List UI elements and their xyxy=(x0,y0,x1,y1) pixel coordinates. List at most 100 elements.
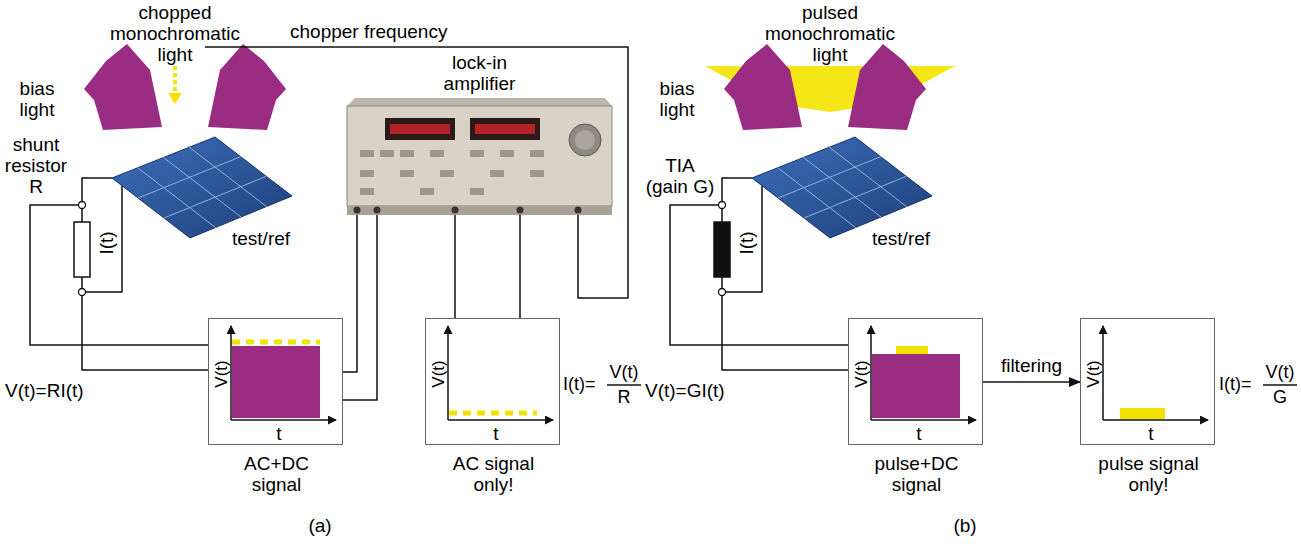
signal-plot-box: V(t)tAC signal only! xyxy=(425,318,560,445)
y-axis xyxy=(870,326,872,420)
lock-in-device xyxy=(347,98,612,215)
chopped-light-beam xyxy=(173,66,177,93)
ac-signal xyxy=(232,340,320,345)
equation: I(t)= xyxy=(1219,374,1252,395)
light-label: pulsed monochromatic light xyxy=(760,2,900,65)
light-label: bias light xyxy=(648,78,706,120)
equation: G xyxy=(1262,387,1298,408)
lock-in-amplifier: lock-in amplifier xyxy=(347,52,612,215)
x-axis xyxy=(1103,419,1208,421)
device-front xyxy=(347,106,612,206)
button xyxy=(470,188,484,195)
axis-label: t xyxy=(1131,423,1171,444)
button xyxy=(400,150,414,157)
axis-label: t xyxy=(899,423,939,444)
button xyxy=(530,170,544,177)
button xyxy=(440,170,454,177)
equation: I(t)= xyxy=(563,374,596,395)
device-knob xyxy=(575,130,595,150)
button xyxy=(420,188,434,195)
tia-symbol xyxy=(714,222,730,277)
panel-label: (b) xyxy=(945,515,985,536)
edge-label: filtering xyxy=(999,355,1064,376)
device-connectors xyxy=(354,207,582,214)
signal-wire xyxy=(519,215,521,318)
equation: V(t) xyxy=(1262,362,1298,383)
equation: R xyxy=(606,387,642,408)
device-base xyxy=(347,206,612,215)
button xyxy=(430,150,444,157)
axis-label: V(t) xyxy=(1085,360,1102,387)
connector xyxy=(374,207,381,214)
signal-plot-box: V(t)tpulse+DC signal xyxy=(848,318,983,445)
axis-label: V(t) xyxy=(430,360,447,387)
chopper-reference-wire xyxy=(205,47,628,298)
display-digits xyxy=(390,124,450,134)
resistor-symbol xyxy=(74,222,90,277)
device-label: test/ref xyxy=(232,228,290,249)
chopped-light-arrowhead xyxy=(168,93,182,104)
button xyxy=(360,188,374,195)
y-axis xyxy=(1102,326,1104,420)
light-label: chopped monochromatic light xyxy=(105,2,245,65)
button xyxy=(470,150,484,157)
pulse-signal xyxy=(896,346,928,354)
signal-plot-box: V(t)tAC+DC signal xyxy=(208,318,343,445)
connector xyxy=(517,207,524,214)
component-label: shunt resistor R xyxy=(3,134,69,197)
plot-caption: AC+DC signal xyxy=(237,453,317,495)
axis-label: t xyxy=(476,423,516,444)
device-top xyxy=(347,98,612,106)
dc-signal xyxy=(872,354,960,418)
current-label: I(t) xyxy=(737,231,756,254)
signal-label: chopper frequency xyxy=(290,21,447,42)
button xyxy=(530,150,544,157)
signal-wire xyxy=(343,215,377,400)
signal-plot-box: V(t)tpulse signal only! xyxy=(1080,318,1215,445)
process-arrow xyxy=(983,381,1080,383)
component-label: TIA (gain G) xyxy=(643,155,717,197)
button xyxy=(490,170,504,177)
plot-pulse xyxy=(1103,326,1208,420)
axis-label: V(t) xyxy=(853,360,870,387)
y-axis xyxy=(230,326,232,420)
pulse-signal xyxy=(1120,408,1165,419)
current-label: I(t) xyxy=(97,231,116,254)
x-axis xyxy=(871,419,976,421)
display-digits xyxy=(475,124,535,134)
x-axis xyxy=(448,419,553,421)
axis-label: t xyxy=(259,423,299,444)
plot-ac-dc xyxy=(231,326,336,420)
plot-caption: pulse signal only! xyxy=(1091,453,1206,495)
connector xyxy=(575,207,582,214)
device-label: lock-in amplifier xyxy=(425,52,535,94)
plot-caption: pulse+DC signal xyxy=(869,453,964,495)
plot-caption: AC signal only! xyxy=(446,453,541,495)
y-axis xyxy=(447,326,449,420)
equation: V(t)=RI(t) xyxy=(5,380,84,401)
fraction-bar xyxy=(1263,384,1297,385)
device-buttons xyxy=(360,150,544,195)
cell-setup xyxy=(30,44,292,370)
button xyxy=(360,170,374,177)
ac-signal xyxy=(449,411,537,416)
light-label: bias light xyxy=(8,78,66,120)
device-label: test/ref xyxy=(872,228,930,249)
device-display xyxy=(385,118,455,140)
fraction-bar xyxy=(607,384,641,385)
signal-wire xyxy=(343,215,357,372)
panel-label: (a) xyxy=(300,515,340,536)
button xyxy=(380,150,394,157)
dc-signal xyxy=(232,346,320,418)
signal-wire xyxy=(454,215,456,318)
button xyxy=(400,170,414,177)
axis-label: V(t) xyxy=(213,360,230,387)
button xyxy=(360,150,374,157)
device-knob xyxy=(569,124,601,156)
equation: V(t) xyxy=(606,362,642,383)
connector xyxy=(452,207,459,214)
plot-pulse-dc xyxy=(871,326,976,420)
x-axis xyxy=(231,419,336,421)
plot-ac xyxy=(448,326,553,420)
button xyxy=(500,150,514,157)
